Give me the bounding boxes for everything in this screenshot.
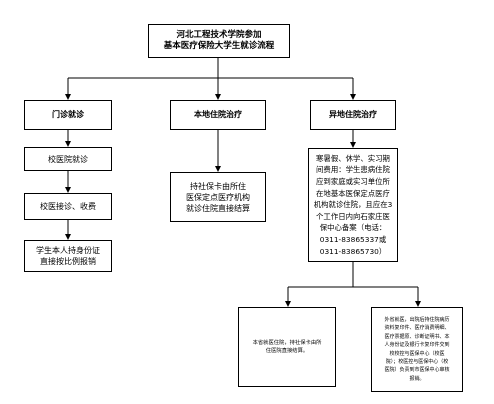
- flowchart-title: 河北工程技术学院参加 基本医疗保险大学生就诊流程: [148, 24, 290, 58]
- outpatient-step-fee: 校医接诊、收费: [24, 193, 112, 220]
- outpatient-header: 门诊就诊: [24, 100, 112, 130]
- remote-hospital-detail: 寒暑假、休学、实习期 间费用：学生患病住院 应到家庭或实习单位所 在地基本医保定…: [308, 148, 398, 262]
- flowchart-title-text: 河北工程技术学院参加 基本医疗保险大学生就诊流程: [163, 30, 275, 51]
- outpatient-step-reimburse: 学生本人持身份证 直接按比例报销: [24, 240, 112, 272]
- outpatient-header-text: 门诊就诊: [52, 110, 84, 119]
- outpatient-step-clinic: 校医院就诊: [24, 147, 112, 171]
- remote-hospital-header: 异地住院治疗: [310, 100, 396, 130]
- local-hospital-step-text: 持社保卡由所住 医保定点医疗机构 就诊住院直接结算: [186, 181, 250, 213]
- remote-option-in-province: 本省就医住院，持社保卡由所 住医院直接结算。: [238, 307, 336, 387]
- outpatient-step-clinic-text: 校医院就诊: [48, 154, 88, 164]
- local-hospital-header-text: 本地住院治疗: [194, 110, 242, 119]
- remote-hospital-detail-text: 寒暑假、休学、实习期 间费用：学生患病住院 应到家庭或实习单位所 在地基本医保定…: [313, 153, 393, 256]
- outpatient-step-reimburse-text: 学生本人持身份证 直接按比例报销: [36, 246, 100, 266]
- remote-option-out-province: 外省就医，出院后持住院病历 资料复印件、医疗消费明细、 医疗票据原、诊断证明书、…: [371, 307, 463, 392]
- local-hospital-header: 本地住院治疗: [170, 100, 266, 130]
- remote-hospital-header-text: 异地住院治疗: [329, 110, 377, 119]
- remote-option-out-province-text: 外省就医，出院后持住院病历 资料复印件、医疗消费明细、 医疗票据原、诊断证明书、…: [384, 316, 450, 382]
- outpatient-step-fee-text: 校医接诊、收费: [40, 202, 96, 211]
- local-hospital-step: 持社保卡由所住 医保定点医疗机构 就诊住院直接结算: [170, 172, 266, 222]
- remote-option-in-province-text: 本省就医住院，持社保卡由所 住医院直接结算。: [252, 340, 322, 354]
